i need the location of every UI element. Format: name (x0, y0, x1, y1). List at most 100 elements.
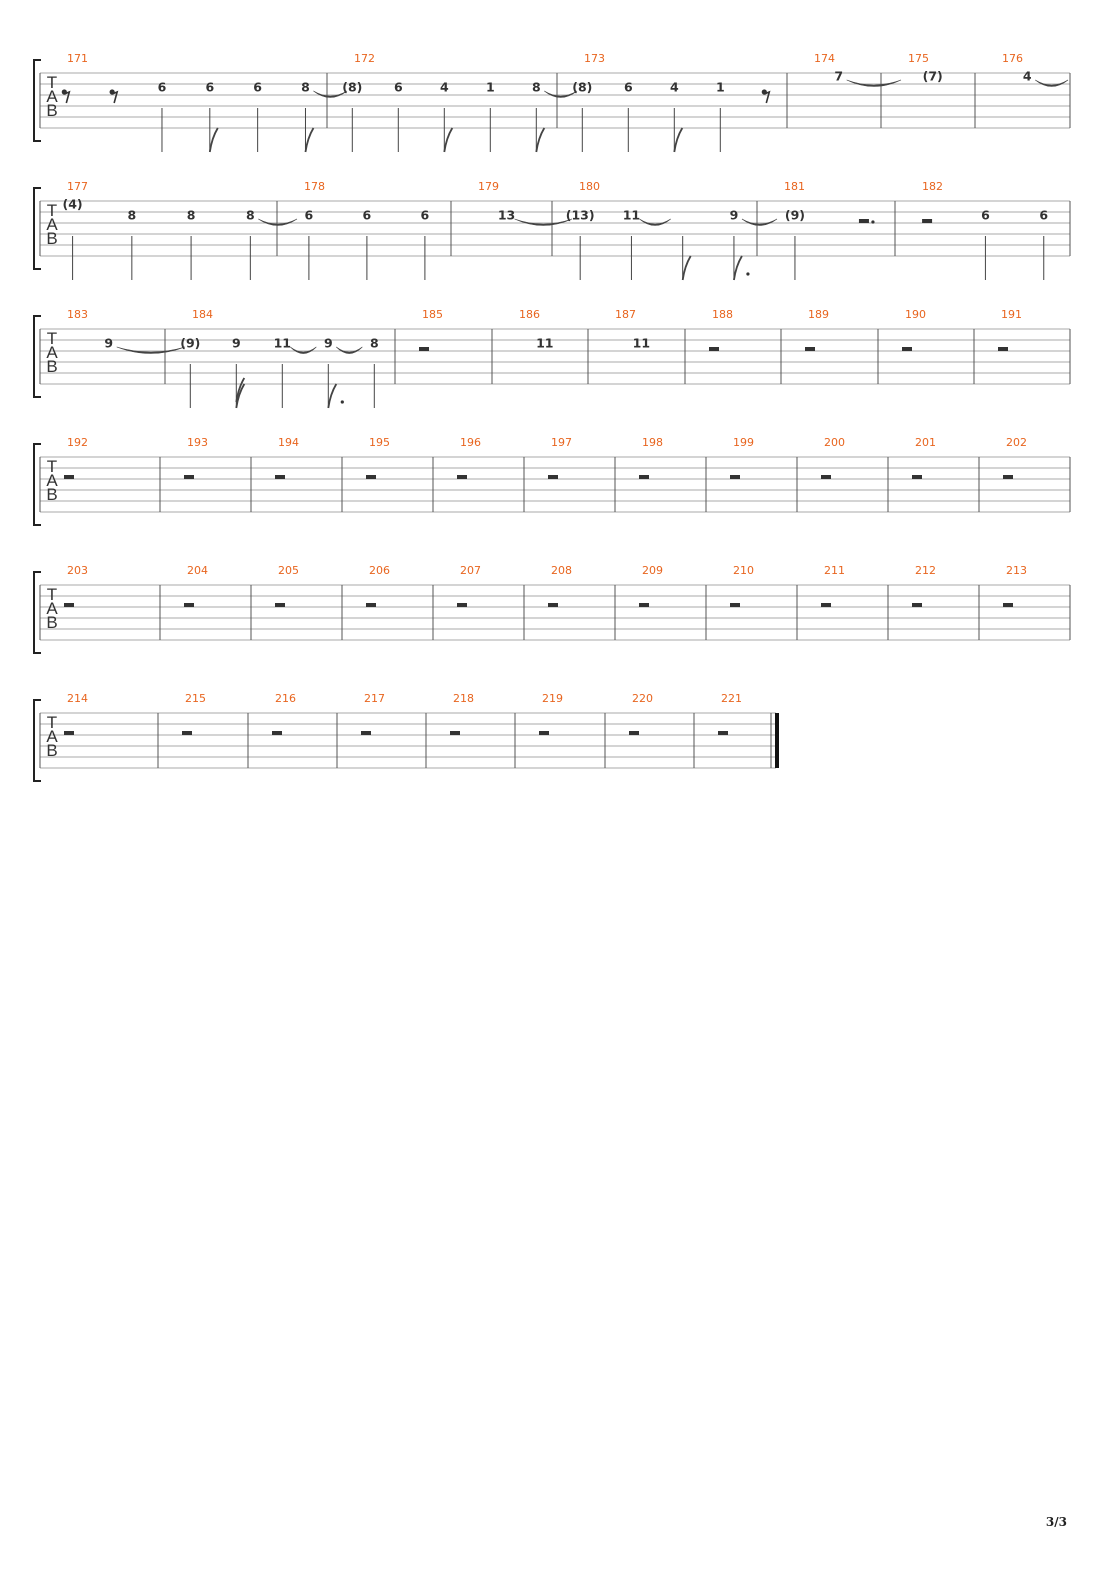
tab-clef-letter-b: B (46, 613, 57, 632)
fret-number: 9 (730, 208, 739, 223)
eighth-rest (61, 89, 71, 104)
measure-215: 215 (182, 692, 206, 735)
measure-175: 175(7) (908, 52, 943, 84)
measure-number: 214 (67, 692, 88, 705)
measure-number: 216 (275, 692, 296, 705)
tab-clef-letter-a: A (46, 599, 58, 618)
fret-number: 11 (633, 336, 650, 351)
measure-220: 220 (629, 692, 653, 735)
tab-clef-letter-t: T (47, 201, 57, 220)
measure-number: 204 (187, 564, 208, 577)
tie (741, 218, 778, 226)
fret-number: (8) (342, 80, 362, 95)
fret-number: 4 (440, 80, 449, 95)
fret-number: 7 (834, 69, 843, 84)
measure-number: 191 (1001, 308, 1022, 321)
whole-rest (730, 603, 740, 607)
whole-rest (998, 347, 1008, 351)
measure-number: 212 (915, 564, 936, 577)
tie (336, 346, 363, 354)
whole-rest (419, 347, 429, 351)
whole-rest (64, 603, 74, 607)
measure-194: 194 (275, 436, 299, 479)
measure-213: 213 (1003, 564, 1027, 607)
measure-number: 189 (808, 308, 829, 321)
tie (1035, 79, 1069, 87)
whole-rest (1003, 475, 1013, 479)
tab-clef-letter-t: T (47, 585, 57, 604)
measure-number: 172 (354, 52, 375, 65)
measure-number: 197 (551, 436, 572, 449)
note-flag (327, 383, 338, 409)
measure-number: 184 (192, 308, 213, 321)
measure-number: 221 (721, 692, 742, 705)
fret-number: (8) (572, 80, 592, 95)
whole-rest (272, 731, 282, 735)
fret-number: 6 (253, 80, 262, 95)
system-bracket (33, 571, 41, 654)
measure-number: 192 (67, 436, 88, 449)
measure-201: 201 (912, 436, 936, 479)
whole-rest (457, 475, 467, 479)
measure-221: 221 (718, 692, 742, 735)
measure-number: 180 (579, 180, 600, 193)
measure-188: 188 (709, 308, 733, 351)
fret-number: 13 (498, 208, 515, 223)
fret-number: (7) (923, 69, 943, 84)
tie (639, 218, 671, 226)
tie (313, 90, 348, 98)
measure-number: 196 (460, 436, 481, 449)
fret-number: 6 (981, 208, 990, 223)
eighth-rest (761, 89, 771, 104)
measure-number: 201 (915, 436, 936, 449)
measure-number: 193 (187, 436, 208, 449)
fret-number: 6 (205, 80, 214, 95)
page-number: 3/3 (1045, 1515, 1067, 1529)
measure-218: 218 (450, 692, 474, 735)
half-rest (922, 219, 933, 223)
tie (116, 346, 186, 354)
measure-202: 202 (1003, 436, 1027, 479)
fret-number: 4 (1023, 69, 1032, 84)
whole-rest (1003, 603, 1013, 607)
whole-rest (821, 603, 831, 607)
whole-rest (457, 603, 467, 607)
measure-217: 217 (361, 692, 385, 735)
measure-203: 203 (64, 564, 88, 607)
measure-number: 171 (67, 52, 88, 65)
tab-clef-letter-t: T (47, 713, 57, 732)
fret-number: 8 (532, 80, 541, 95)
whole-rest (366, 603, 376, 607)
measure-193: 193 (184, 436, 208, 479)
measure-204: 204 (184, 564, 208, 607)
fret-number: 6 (624, 80, 633, 95)
measure-number: 213 (1006, 564, 1027, 577)
whole-rest (629, 731, 639, 735)
measure-190: 190 (902, 308, 926, 351)
note-flag (535, 127, 546, 153)
whole-rest (182, 731, 192, 735)
note-flag (443, 127, 454, 153)
fret-number: 8 (127, 208, 136, 223)
dot (340, 400, 344, 404)
fret-number: 8 (246, 208, 255, 223)
tie (290, 346, 317, 354)
measure-number: 179 (478, 180, 499, 193)
note-flag (304, 127, 315, 153)
tie (514, 218, 573, 226)
fret-number: 6 (394, 80, 403, 95)
tab-clef-letter-b: B (46, 229, 57, 248)
measure-216: 216 (272, 692, 296, 735)
measure-number: 173 (584, 52, 605, 65)
measure-number: 177 (67, 180, 88, 193)
measure-192: 192 (64, 436, 88, 479)
whole-rest (539, 731, 549, 735)
tab-clef-letter-b: B (46, 741, 57, 760)
